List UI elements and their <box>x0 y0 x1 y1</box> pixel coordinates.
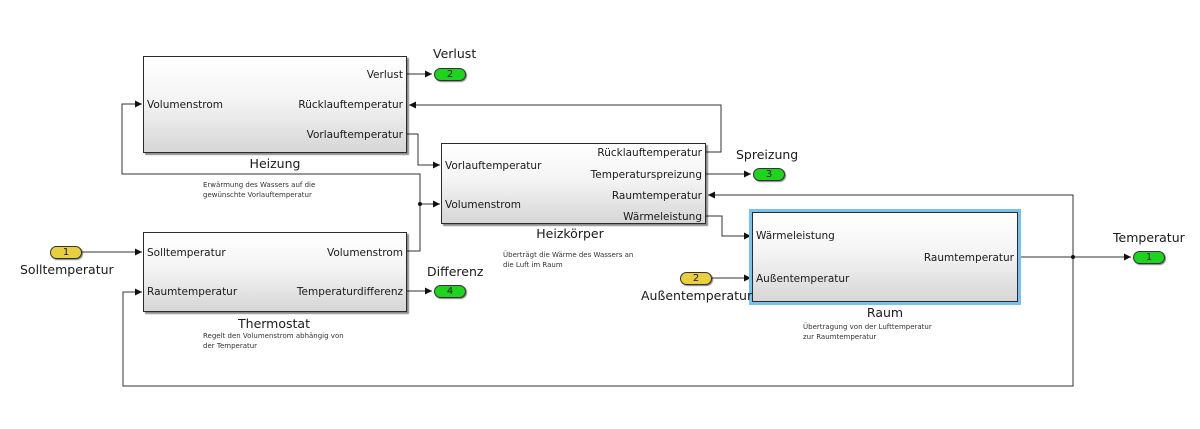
outport-3[interactable]: 3 <box>753 168 785 181</box>
outport-1-label: Temperatur <box>1113 230 1185 245</box>
port-in-volumenstrom[interactable]: Volumenstrom <box>445 199 522 211</box>
outport-4[interactable]: 4 <box>434 285 466 298</box>
outport-3-label: Spreizung <box>736 147 799 162</box>
annotation-raum: Übertragung von der Lufttemperatur zur R… <box>803 323 932 341</box>
block-name-raum: Raum <box>866 305 904 320</box>
wire-waermeleistung <box>706 215 751 240</box>
block-heizung[interactable]: Volumenstrom Verlust Rücklauftemperatur … <box>143 56 407 153</box>
port-out-waermeleistung[interactable]: Wärmeleistung <box>623 211 702 223</box>
inport-2-label: Außentemperatur <box>641 288 753 303</box>
port-out-ruecklauftemperatur[interactable]: Rücklauftemperatur <box>597 147 702 159</box>
port-out-verlust[interactable]: Verlust <box>366 69 403 81</box>
port-in-aussentemperatur[interactable]: Außentemperatur <box>756 273 850 285</box>
port-out-vorlauftemperatur[interactable]: Vorlauftemperatur <box>306 129 403 141</box>
outport-2[interactable]: 2 <box>434 68 466 81</box>
port-out-raumtemperatur[interactable]: Raumtemperatur <box>611 190 702 202</box>
wire-raumtemp-heizkoerper <box>708 191 1074 257</box>
annotation-heizung: Erwärmung des Wassers auf die gewünschte… <box>203 181 316 199</box>
block-name-heizung: Heizung <box>249 156 301 171</box>
port-out-raumtemperatur[interactable]: Raumtemperatur <box>923 252 1014 264</box>
inport-1[interactable]: 1 <box>50 246 82 259</box>
inport-1-label: Solltemperatur <box>20 262 114 277</box>
block-thermostat[interactable]: Solltemperatur Raumtemperatur Volumenstr… <box>143 232 407 312</box>
block-heizkoerper[interactable]: Vorlauftemperatur Volumenstrom Rücklauft… <box>441 143 706 224</box>
port-in-volumenstrom[interactable]: Volumenstrom <box>147 99 224 111</box>
block-name-heizkoerper: Heizkörper <box>536 226 604 241</box>
block-name-thermostat: Thermostat <box>238 316 310 331</box>
junction-temperatur <box>1071 255 1075 259</box>
junction-volumenstrom <box>418 202 422 206</box>
port-out-ruecklauftemperatur[interactable]: Rücklauftemperatur <box>298 99 403 111</box>
outport-1[interactable]: 1 <box>1133 251 1165 264</box>
outport-2-label: Verlust <box>433 46 477 61</box>
port-out-volumenstrom[interactable]: Volumenstrom <box>326 247 403 259</box>
port-in-solltemperatur[interactable]: Solltemperatur <box>147 247 226 259</box>
port-in-waermeleistung[interactable]: Wärmeleistung <box>756 230 835 242</box>
port-out-temperaturdifferenz[interactable]: Temperaturdifferenz <box>296 286 403 298</box>
wire-ruecklauf <box>409 101 722 153</box>
annotation-thermostat: Regelt den Volumenstrom abhängig von der… <box>203 332 344 350</box>
port-in-raumtemperatur[interactable]: Raumtemperatur <box>147 286 238 298</box>
port-out-temperaturspreizung[interactable]: Temperaturspreizung <box>590 169 702 181</box>
inport-2[interactable]: 2 <box>680 272 712 285</box>
outport-4-label: Differenz <box>427 264 484 279</box>
annotation-heizkoerper: Überträgt die Wärme des Wassers an die L… <box>503 251 634 269</box>
block-raum[interactable]: Wärmeleistung Außentemperatur Raumtemper… <box>749 209 1021 305</box>
port-in-vorlauftemperatur[interactable]: Vorlauftemperatur <box>445 160 542 172</box>
wire-volumenstrom <box>121 100 421 252</box>
wire-raumtemp-thermostat <box>122 257 1074 387</box>
wire-vorlauf <box>407 133 440 169</box>
